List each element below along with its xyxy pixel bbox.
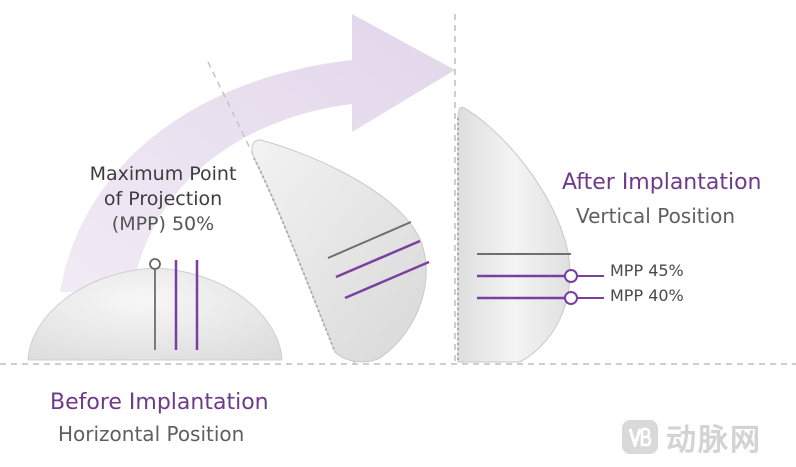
mpp-annotation: Maximum Point of Projection (MPP) 50% (78, 162, 248, 237)
mpp-40-label: MPP 40% (610, 286, 684, 305)
after-subtitle: Vertical Position (576, 204, 736, 228)
circle-marker-icon (564, 291, 578, 305)
before-subtitle: Horizontal Position (58, 422, 245, 446)
before-title: Before Implantation (50, 390, 269, 415)
curved-arrow-icon (60, 14, 455, 292)
implant-vertical (457, 107, 604, 363)
mpp-line2: of Projection (103, 188, 223, 210)
tilt-line-2 (335, 239, 421, 279)
implant-horizontal (27, 258, 283, 361)
circle-marker-icon (564, 269, 578, 283)
mpp-line1: Maximum Point (89, 163, 237, 185)
mpp-line3: (MPP) 50% (111, 213, 215, 235)
mpp-45-label: MPP 45% (610, 261, 684, 280)
vb-glyph-icon (628, 427, 652, 447)
watermark-logo-icon (622, 420, 658, 454)
watermark: 动脉网 (622, 418, 762, 458)
tilt-line-1 (327, 221, 412, 259)
circle-marker-icon (149, 258, 161, 270)
watermark-text: 动脉网 (666, 423, 762, 458)
after-title: After Implantation (562, 170, 762, 195)
tilt-line-3 (344, 260, 430, 300)
implant-tilted (251, 139, 430, 363)
